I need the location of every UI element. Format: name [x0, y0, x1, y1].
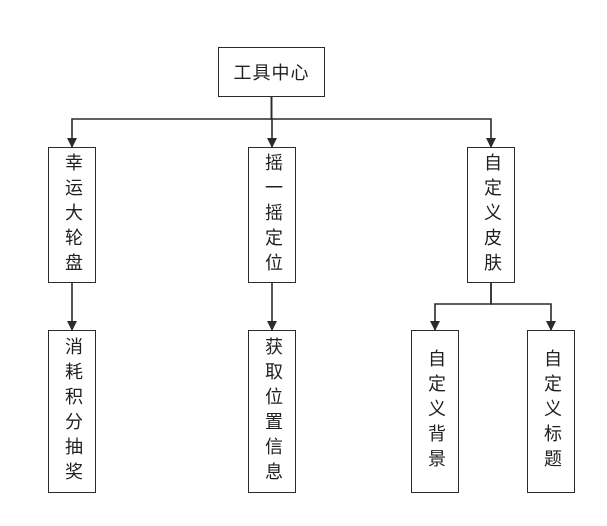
node-points-lottery-label: 消耗积分抽奖	[62, 336, 83, 487]
node-custom-title: 自定义标题	[527, 330, 575, 493]
node-get-location: 获取位置信息	[248, 330, 296, 493]
node-shake-locate-label: 摇一摇定位	[262, 152, 283, 278]
connector-root-skin	[270, 97, 496, 148]
connector-root-wheel	[67, 97, 273, 148]
node-custom-background-label: 自定义背景	[425, 349, 446, 474]
node-lucky-wheel-label: 幸运大轮盘	[62, 152, 83, 278]
node-points-lottery: 消耗积分抽奖	[48, 330, 96, 493]
node-get-location-label: 获取位置信息	[262, 336, 283, 487]
node-shake-locate: 摇一摇定位	[248, 147, 296, 283]
connector-skin-title	[490, 283, 556, 331]
node-custom-title-label: 自定义标题	[541, 349, 562, 474]
node-custom-background: 自定义背景	[411, 330, 459, 493]
node-tool-center-label: 工具中心	[233, 63, 310, 84]
node-custom-skin: 自定义皮肤	[467, 147, 515, 283]
node-custom-skin-label: 自定义皮肤	[481, 152, 502, 278]
connector-skin-background	[430, 283, 492, 331]
node-lucky-wheel: 幸运大轮盘	[48, 147, 96, 283]
node-tool-center: 工具中心	[218, 47, 325, 97]
